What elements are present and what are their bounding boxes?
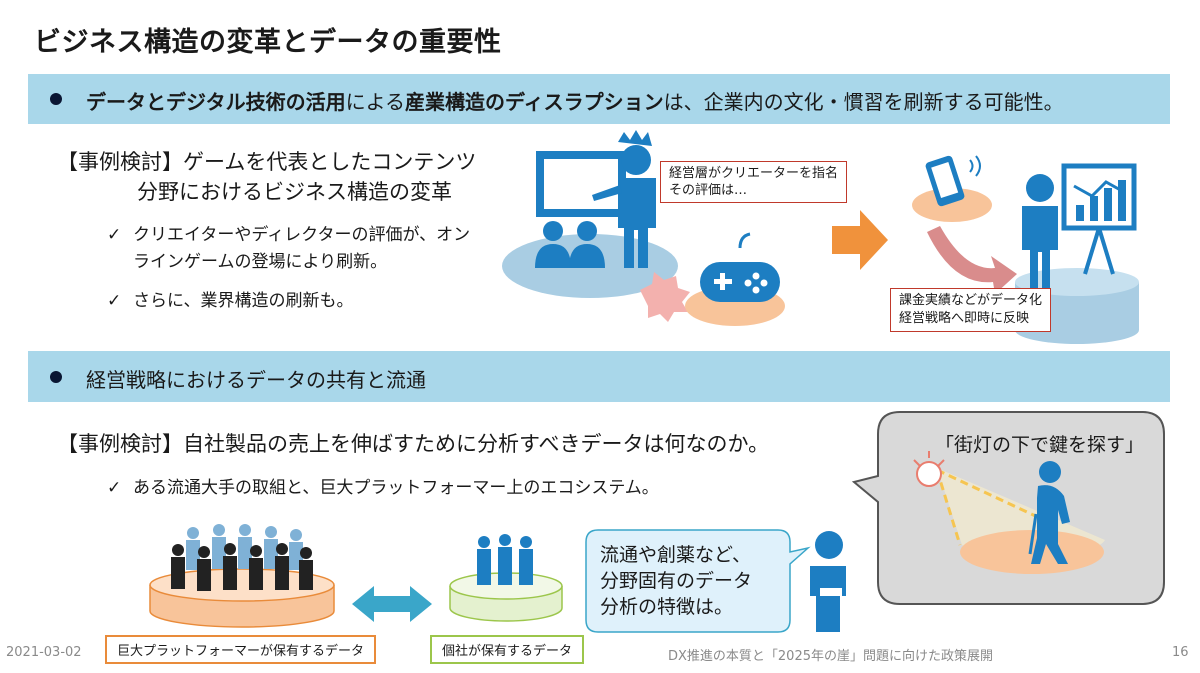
band-2-text: 経営戦略におけるデータの共有と流通 — [86, 368, 426, 392]
band-1-text: データとデジタル技術の活用による産業構造のディスラプションは、企業内の文化・慣習… — [86, 86, 1064, 115]
crowd-icon — [171, 524, 313, 591]
checklist-item-text: クリエイターやディレクターの評価が、オンラインゲームの登場により刷新。 — [133, 225, 471, 272]
section-band-2: 経営戦略におけるデータの共有と流通 — [28, 351, 1170, 402]
band-1-text-part: による — [345, 90, 406, 114]
audience-icon — [535, 221, 605, 268]
band-1-emphasis-data-tech: データとデジタル技術の活用 — [86, 90, 346, 114]
individual-data-label: 個社が保有するデータ — [430, 635, 585, 664]
analyst-icon — [1022, 174, 1058, 288]
speech-bubble-line-1: 流通や創薬など、 — [600, 544, 752, 566]
checkmark-icon: ✓ — [107, 291, 122, 311]
band-1-emphasis-disruption: 産業構造のディスラプション — [405, 90, 664, 114]
bullet-icon — [50, 93, 62, 105]
page-number: 16 — [1172, 645, 1189, 660]
data-callout-line-1: 課金実績などがデータ化 — [899, 293, 1043, 308]
data-callout-line-2: 経営戦略へ即時に反映 — [899, 311, 1030, 326]
speech-bubble-line-3: 分析の特徴は。 — [600, 596, 734, 618]
case-study-1-heading: 【事例検討】ゲームを代表としたコンテンツ 分野におけるビジネス構造の変革 — [57, 147, 476, 207]
speech-bubble — [585, 529, 811, 633]
arrow-down-icon — [927, 226, 1017, 294]
footer-title: DX推進の本質と「2025年の崖」問題に向けた政策展開 — [668, 649, 994, 664]
old-man-icon — [1028, 461, 1070, 564]
arrow-right-icon — [832, 210, 888, 270]
section-band-1: データとデジタル技術の活用による産業構造のディスラプションは、企業内の文化・慣習… — [28, 74, 1170, 124]
bullet-icon — [50, 371, 62, 383]
executive-callout-line-2: その評価は… — [669, 183, 748, 198]
checklist-item-text: さらに、業界構造の刷新も。 — [133, 291, 354, 311]
page-title: ビジネス構造の変革とデータの重要性 — [34, 27, 502, 58]
checkmark-icon: ✓ — [107, 225, 122, 245]
lightbulb-icon — [913, 451, 945, 487]
chart-board-icon — [1061, 163, 1137, 275]
small-group-icon — [477, 534, 533, 585]
executive-callout-line-1: 経営層がクリエーターを指名 — [669, 166, 839, 181]
checklist-item-text: ある流通大手の取組と、巨大プラットフォーマー上のエコシステム。 — [133, 478, 659, 498]
platform-illustration — [149, 411, 1165, 633]
streetlight-caption: 「街灯の下で鍵を探す」 — [935, 434, 1145, 456]
platform-data-label: 巨大プラットフォーマーが保有するデータ — [105, 635, 377, 664]
speech-bubble-text: 流通や創薬など、 分野固有のデータ 分析の特徴は。 — [600, 542, 752, 620]
gamepad-icon — [700, 232, 780, 302]
executive-callout: 経営層がクリエーターを指名 その評価は… — [660, 161, 848, 203]
case-study-1-line-2: 分野におけるビジネス構造の変革 — [137, 180, 452, 204]
checklist-item: ✓ クリエイターやディレクターの評価が、オンラインゲームの登場により刷新。 — [107, 222, 477, 276]
checklist-item: ✓ さらに、業界構造の刷新も。 — [107, 288, 354, 315]
speech-bubble-line-2: 分野固有のデータ — [600, 570, 753, 592]
case-study-1-line-1: 【事例検討】ゲームを代表としたコンテンツ — [57, 150, 477, 174]
thinking-person-icon — [810, 531, 846, 632]
footer-date: 2021-03-02 — [6, 645, 82, 660]
band-1-text-part: は、企業内の文化・慣習を刷新する可能性。 — [663, 90, 1064, 114]
burst-icon — [640, 272, 690, 322]
checklist-item: ✓ ある流通大手の取組と、巨大プラットフォーマー上のエコシステム。 — [107, 475, 659, 502]
checkmark-icon: ✓ — [107, 478, 122, 498]
case-study-2-heading: 【事例検討】自社製品の売上を伸ばすために分析すべきデータは何なのか。 — [57, 432, 770, 456]
executive-icon — [592, 130, 656, 268]
data-callout: 課金実績などがデータ化 経営戦略へ即時に反映 — [890, 288, 1052, 332]
smartphone-icon — [925, 155, 981, 207]
double-arrow-icon — [352, 586, 432, 622]
